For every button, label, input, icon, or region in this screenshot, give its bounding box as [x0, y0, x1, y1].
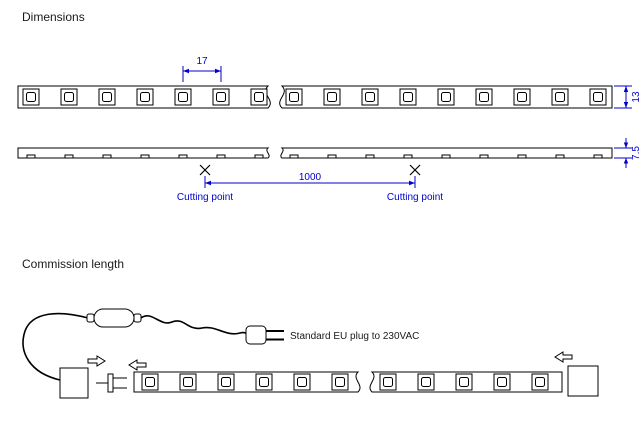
pitch-value: 17	[196, 56, 208, 67]
led-icon	[22, 88, 40, 106]
solder-pad	[555, 154, 565, 159]
arrowhead	[205, 180, 211, 186]
end-cap-right	[567, 365, 599, 397]
arrowhead	[623, 142, 629, 148]
commission-section: Commission length Standard EU plug to 23…	[22, 257, 599, 399]
led-icon	[174, 88, 192, 106]
solder-pad	[327, 154, 337, 159]
inline-adapter	[86, 308, 142, 328]
arrowhead	[623, 86, 629, 92]
plug-note: Standard EU plug to 230VAC	[290, 331, 419, 342]
led-icon	[293, 373, 311, 391]
cut-mark-icon	[409, 164, 421, 176]
solder-pad	[441, 154, 451, 159]
solder-pad	[178, 154, 188, 159]
arrowhead	[623, 158, 629, 164]
solder-pad	[140, 154, 150, 159]
cut-length-dimension: 1000 Cutting point Cutting point	[177, 164, 443, 203]
power-cable-loop	[22, 312, 89, 381]
cutting-point-label-left: Cutting point	[177, 192, 233, 203]
solder-pad	[102, 154, 112, 159]
solder-pad	[64, 154, 74, 159]
led-icon	[255, 373, 273, 391]
led-icon	[60, 88, 78, 106]
led-icon	[98, 88, 116, 106]
solder-pad	[517, 154, 527, 159]
adapter-nub	[86, 313, 95, 323]
strip-segment-left	[133, 371, 361, 393]
led-icon	[136, 88, 154, 106]
power-cable-to-plug	[140, 315, 248, 335]
arrowhead	[623, 102, 629, 108]
arrowhead	[183, 68, 189, 74]
led-icon	[513, 88, 531, 106]
solder-pad	[479, 154, 489, 159]
led-icon	[179, 373, 197, 391]
led-icon	[285, 88, 303, 106]
solder-pad	[254, 154, 264, 159]
led-icon	[361, 88, 379, 106]
end-cap-left	[59, 367, 89, 399]
cut-mark-icon	[199, 164, 211, 176]
insert-direction-arrow-icon	[128, 359, 147, 371]
led-icon	[217, 373, 235, 391]
led-icon	[493, 373, 511, 391]
solder-pad	[365, 154, 375, 159]
led-icon	[531, 373, 549, 391]
led-icon	[379, 373, 397, 391]
adapter-nub	[133, 313, 142, 323]
solder-pad	[403, 154, 413, 159]
solder-pad	[216, 154, 226, 159]
insert-direction-arrow-icon	[87, 355, 106, 367]
arrowhead	[215, 68, 221, 74]
dimensions-heading: Dimensions	[22, 10, 85, 24]
width-dimension: 13	[614, 85, 642, 109]
led-icon	[551, 88, 569, 106]
plug-body	[245, 325, 267, 345]
side-view-strip	[17, 147, 613, 159]
led-icon	[250, 88, 268, 106]
led-icon	[331, 373, 349, 391]
led-icon	[141, 373, 159, 391]
solder-pad	[593, 154, 603, 159]
led-icon	[437, 88, 455, 106]
dimensions-section: Dimensions	[17, 10, 642, 203]
strip-side-left	[17, 147, 270, 159]
led-icon	[455, 373, 473, 391]
width-value: 13	[631, 91, 642, 103]
connector-icon	[96, 373, 127, 393]
led-icon	[475, 88, 493, 106]
led-icon	[589, 88, 607, 106]
solder-pad	[26, 154, 36, 159]
led-icon	[417, 373, 435, 391]
led-icon	[399, 88, 417, 106]
commission-strip	[133, 371, 563, 393]
commission-heading: Commission length	[22, 257, 124, 271]
insert-direction-arrow-icon	[554, 351, 573, 363]
adapter-body	[93, 308, 135, 328]
height-dimension: 7.5	[614, 138, 642, 168]
cut-length-value: 1000	[299, 172, 322, 183]
pitch-dimension: 17	[182, 56, 222, 82]
led-icon	[212, 88, 230, 106]
cutting-point-label-right: Cutting point	[387, 192, 443, 203]
eu-plug-icon	[245, 325, 284, 345]
led-icon	[323, 88, 341, 106]
connector-body	[107, 373, 114, 393]
top-view-strip	[17, 85, 613, 109]
arrowhead	[409, 180, 415, 186]
solder-pad	[289, 154, 299, 159]
height-value: 7.5	[631, 146, 642, 160]
